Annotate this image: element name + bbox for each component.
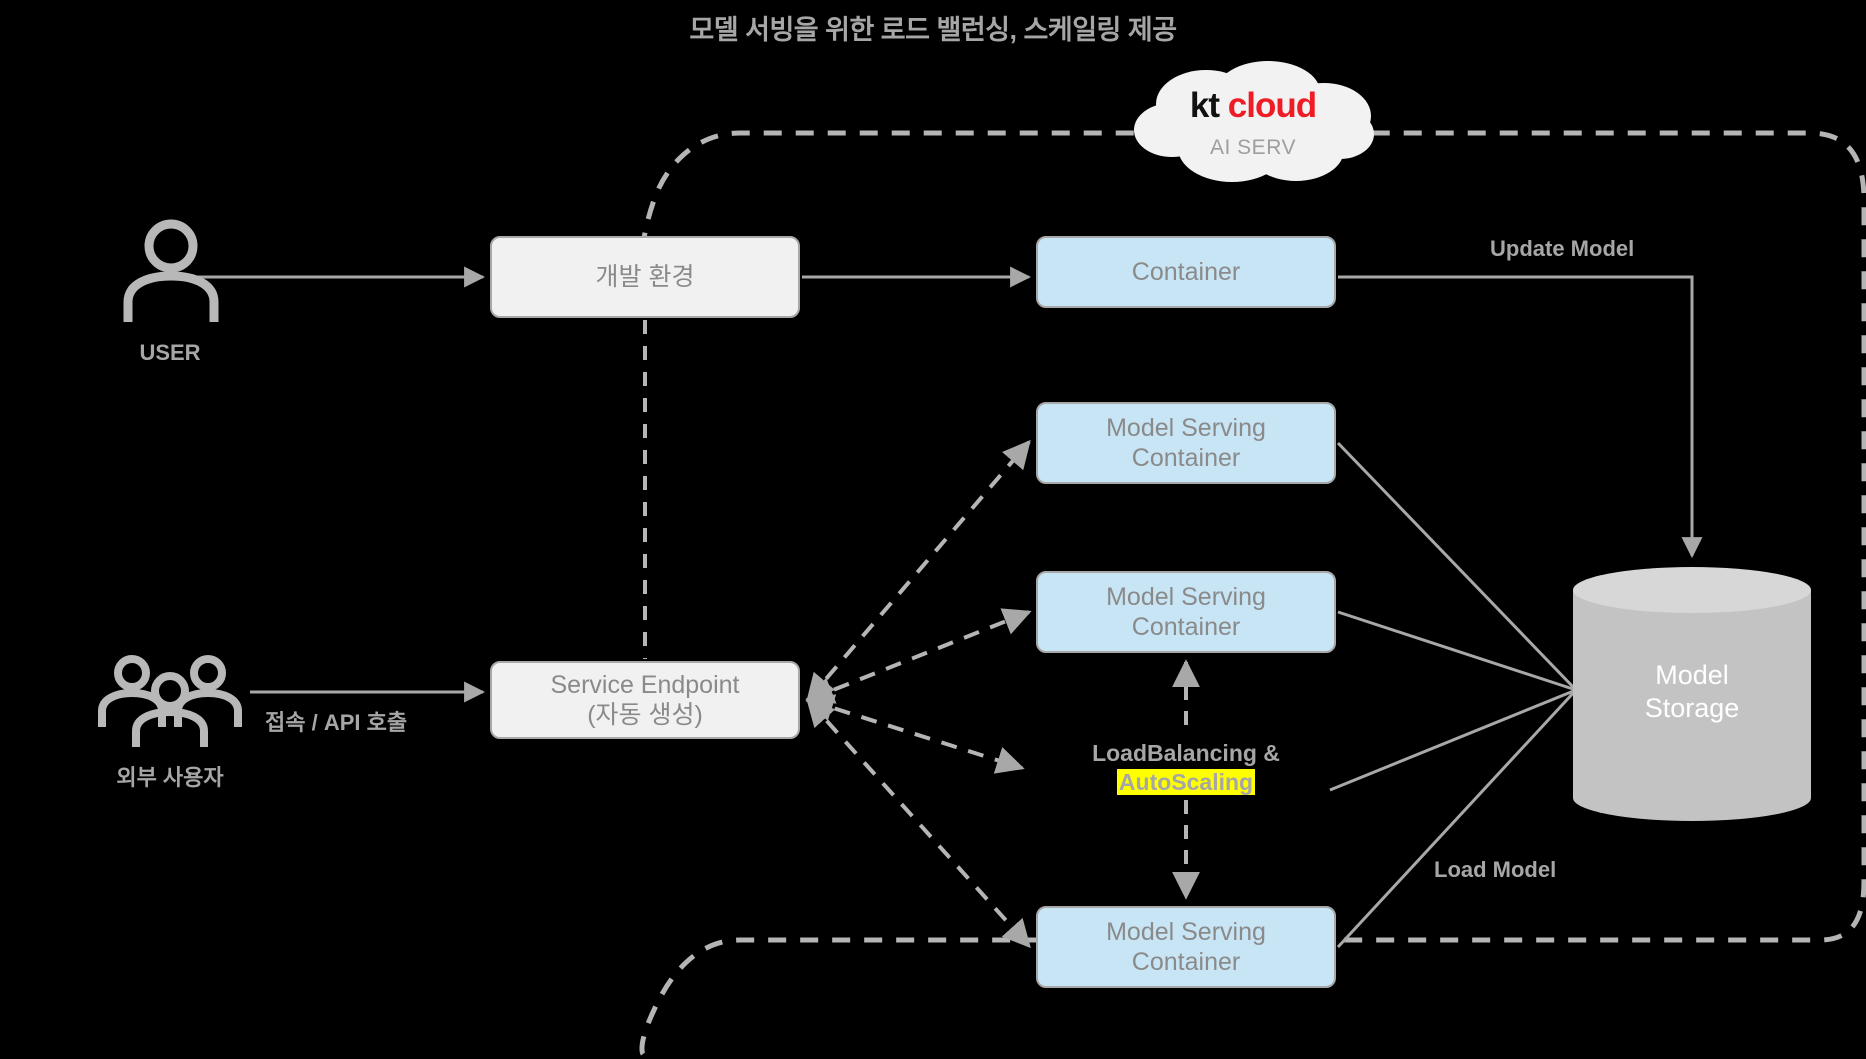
edge-loadbalancer-to-storage — [1329, 688, 1577, 792]
edge-msc3-to-storage — [1336, 688, 1578, 949]
cloud-brand-cloud: cloud — [1227, 86, 1317, 125]
edge-endpoint-to-msc3 — [806, 697, 1031, 949]
edge-msc1-to-storage — [1336, 441, 1578, 692]
edge-msc2-to-storage — [1337, 610, 1577, 692]
group-of-people-icon — [96, 655, 244, 751]
msc3-line1: Model Serving — [1106, 917, 1266, 946]
msc3-line2: Container — [1131, 948, 1241, 976]
node-model-serving-container-1[interactable]: Model Serving Container — [1036, 402, 1336, 484]
edge-label-load-balancing-autoscaling: LoadBalancing & AutoScaling — [1036, 739, 1336, 798]
cloud-brand-kt: kt — [1189, 86, 1220, 125]
edge-label-access-api-call: 접속 / API 호출 — [265, 710, 408, 735]
edge-label-update-model: Update Model — [1490, 236, 1635, 261]
node-model-serving-container-3-label: Model Serving Container — [1106, 917, 1266, 978]
cylinder-top-ellipse — [1573, 567, 1811, 613]
msc2-line2: Container — [1131, 613, 1241, 641]
node-dev-environment[interactable]: 개발 환경 — [490, 236, 800, 318]
node-container[interactable]: Container — [1036, 236, 1336, 308]
msc1-line2: Container — [1131, 444, 1241, 472]
node-model-serving-container-2[interactable]: Model Serving Container — [1036, 571, 1336, 653]
user-caption: USER — [139, 340, 201, 365]
single-person-icon — [118, 218, 224, 324]
edge-endpoint-to-msc1 — [806, 439, 1031, 703]
edge-label-load-model: Load Model — [1434, 857, 1557, 882]
node-container-label: Container — [1131, 257, 1241, 286]
external-users-caption: 외부 사용자 — [116, 765, 224, 790]
node-service-endpoint-line2: (자동 생성) — [587, 701, 703, 729]
model-storage-line1: Model — [1655, 660, 1729, 690]
node-dev-environment-label: 개발 환경 — [595, 262, 695, 291]
kt-cloud-ai-serv-badge: kt cloud AI SERV — [1128, 60, 1378, 188]
cloud-brand: kt cloud — [1128, 86, 1378, 126]
msc2-line1: Model Serving — [1106, 582, 1266, 611]
node-model-serving-container-1-label: Model Serving Container — [1106, 413, 1266, 474]
node-service-endpoint[interactable]: Service Endpoint (자동 생성) — [490, 661, 800, 739]
edge-container-to-storage — [1338, 275, 1703, 559]
page-title: 모델 서빙을 위한 로드 밸런싱, 스케일링 제공 — [689, 15, 1177, 45]
model-storage-line2: Storage — [1644, 692, 1740, 723]
node-service-endpoint-line1: Service Endpoint — [550, 670, 740, 699]
node-service-endpoint-label: Service Endpoint (자동 생성) — [550, 670, 739, 731]
node-model-serving-container-3[interactable]: Model Serving Container — [1036, 906, 1336, 988]
edge-endpoint-to-msc2 — [805, 608, 1032, 704]
node-model-serving-container-2-label: Model Serving Container — [1106, 582, 1266, 643]
cloud-subtitle: AI SERV — [1210, 136, 1296, 159]
edge-endpoint-to-loadbalancer — [805, 694, 1025, 774]
node-model-storage-label: Model Storage — [1573, 659, 1811, 725]
auto-scaling-text: AutoScaling — [1116, 769, 1256, 796]
msc1-line1: Model Serving — [1106, 413, 1266, 442]
load-balancing-text: LoadBalancing & — [1092, 740, 1280, 766]
node-model-storage[interactable]: Model Storage — [1573, 567, 1811, 821]
